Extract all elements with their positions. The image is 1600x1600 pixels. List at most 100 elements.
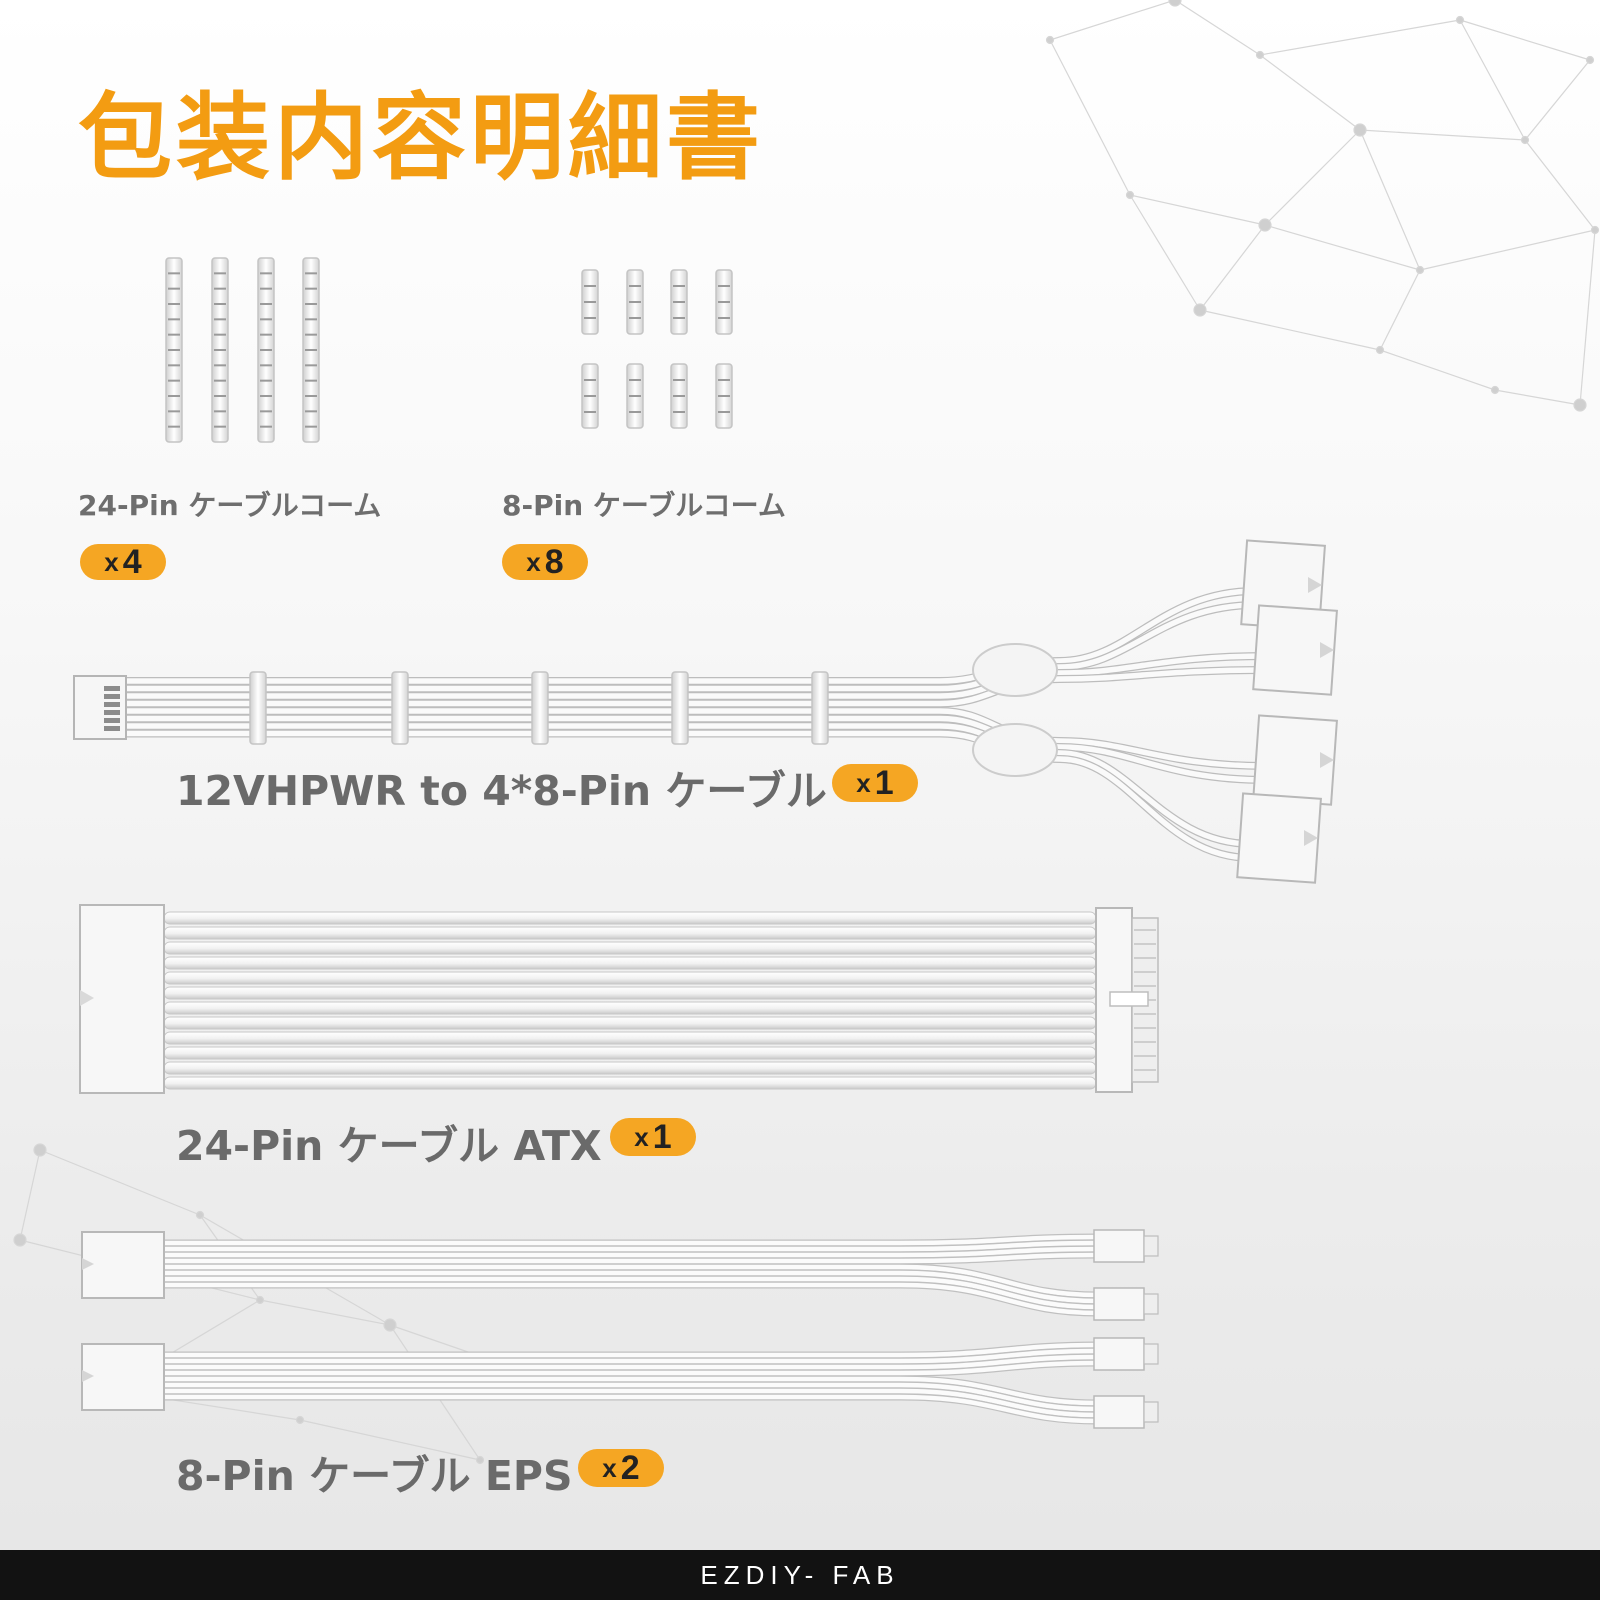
connector-eps-female bbox=[81, 1231, 165, 1299]
network-line bbox=[1359, 129, 1421, 271]
page-title: 包装内容明細書 bbox=[78, 84, 765, 193]
cable-wire bbox=[123, 602, 1259, 692]
network-line bbox=[1419, 229, 1596, 271]
network-line bbox=[1259, 54, 1361, 131]
cable-wire bbox=[161, 1252, 1101, 1264]
cable-comb bbox=[391, 671, 409, 745]
connector-pins bbox=[1143, 1343, 1159, 1365]
cable-wire bbox=[163, 1001, 1097, 1015]
network-node bbox=[1255, 50, 1265, 60]
badge-x: x bbox=[856, 767, 871, 798]
connector-eps-male bbox=[1093, 1287, 1145, 1321]
network-node bbox=[33, 1143, 47, 1157]
cable-wire bbox=[163, 956, 1097, 970]
product-illustrations bbox=[73, 257, 1338, 1429]
cable-wire bbox=[161, 1282, 1101, 1316]
cable-wire bbox=[123, 708, 1271, 769]
network-node bbox=[1193, 303, 1207, 317]
network-node bbox=[13, 1233, 27, 1247]
cable-wire bbox=[163, 926, 1097, 940]
cable-12vhpwr-illustration bbox=[73, 539, 1338, 884]
connector-atx-female bbox=[79, 904, 165, 1094]
connector-pins bbox=[1143, 1401, 1159, 1423]
cable-comb bbox=[626, 363, 644, 429]
cable-wire bbox=[161, 1360, 1101, 1376]
cable-comb-8pin-group bbox=[581, 269, 733, 429]
cable-comb bbox=[581, 363, 599, 429]
network-line bbox=[1459, 19, 1591, 61]
connector-pin bbox=[104, 702, 120, 707]
cable-wire bbox=[163, 911, 1097, 925]
connector-pin bbox=[104, 694, 120, 699]
connector-latch bbox=[1308, 577, 1322, 593]
network-line bbox=[1264, 129, 1361, 226]
cable-wire bbox=[161, 1342, 1101, 1358]
network-line bbox=[1579, 229, 1596, 406]
network-line bbox=[1379, 269, 1421, 351]
connector-pin bbox=[104, 710, 120, 715]
badge-x: x bbox=[526, 546, 541, 577]
network-node bbox=[255, 1295, 265, 1305]
cable-wire bbox=[163, 1046, 1097, 1060]
network-node bbox=[295, 1415, 305, 1425]
connector-pin bbox=[104, 726, 120, 731]
network-node bbox=[1585, 55, 1595, 65]
cable-comb bbox=[670, 269, 688, 335]
badge-x: x bbox=[104, 546, 119, 577]
cable-wire bbox=[123, 667, 1271, 707]
network-line bbox=[299, 1419, 481, 1461]
cable-wire bbox=[163, 1061, 1097, 1075]
cable-wire bbox=[161, 1240, 1101, 1252]
badge-count: 1 bbox=[652, 1117, 672, 1156]
network-node bbox=[195, 1210, 205, 1220]
connector-pins bbox=[1143, 1235, 1159, 1257]
network-node bbox=[1573, 398, 1587, 412]
network-node bbox=[475, 1455, 485, 1465]
network-line bbox=[1524, 139, 1596, 231]
cable-wire bbox=[161, 1246, 1101, 1258]
network-node bbox=[1520, 135, 1530, 145]
cable-comb bbox=[531, 671, 549, 745]
cable-wire bbox=[163, 1031, 1097, 1045]
cable-wire bbox=[161, 1354, 1101, 1370]
network-line bbox=[1359, 129, 1526, 141]
cable-comb bbox=[811, 671, 829, 745]
connector-8pin bbox=[1252, 604, 1338, 696]
network-node bbox=[1125, 190, 1135, 200]
network-line bbox=[1524, 59, 1591, 141]
cable-wire bbox=[163, 1076, 1097, 1090]
connector-latch bbox=[1320, 752, 1334, 768]
split-sleeve bbox=[972, 723, 1058, 777]
network-line bbox=[1174, 0, 1261, 56]
network-line bbox=[1049, 0, 1176, 41]
cable-wire bbox=[123, 715, 1271, 783]
cable-wire bbox=[161, 1234, 1101, 1246]
cable-wire bbox=[161, 1382, 1101, 1412]
cable-wire bbox=[163, 941, 1097, 955]
network-line bbox=[1259, 19, 1461, 56]
connector-eps-male bbox=[1093, 1229, 1145, 1263]
label-eps-cable: 8-Pin ケーブル EPS bbox=[176, 1452, 573, 1500]
cable-wire bbox=[161, 1348, 1101, 1364]
connector-eps-male bbox=[1093, 1395, 1145, 1429]
cable-comb bbox=[670, 363, 688, 429]
connector-eps-female bbox=[81, 1343, 165, 1411]
badge-count: 1 bbox=[874, 763, 894, 802]
network-line bbox=[1494, 389, 1581, 406]
connector-eps-male bbox=[1093, 1337, 1145, 1371]
connector-pins bbox=[1143, 1293, 1159, 1315]
network-line bbox=[1129, 194, 1201, 311]
cable-wire bbox=[123, 723, 1255, 847]
cable-wire bbox=[163, 1016, 1097, 1030]
cable-comb bbox=[165, 257, 183, 443]
cable-comb-24pin-group bbox=[165, 257, 320, 443]
cable-comb bbox=[302, 257, 320, 443]
network-node bbox=[1490, 385, 1500, 395]
network-node bbox=[1590, 225, 1600, 235]
cable-comb bbox=[626, 269, 644, 335]
network-line bbox=[1264, 224, 1421, 271]
